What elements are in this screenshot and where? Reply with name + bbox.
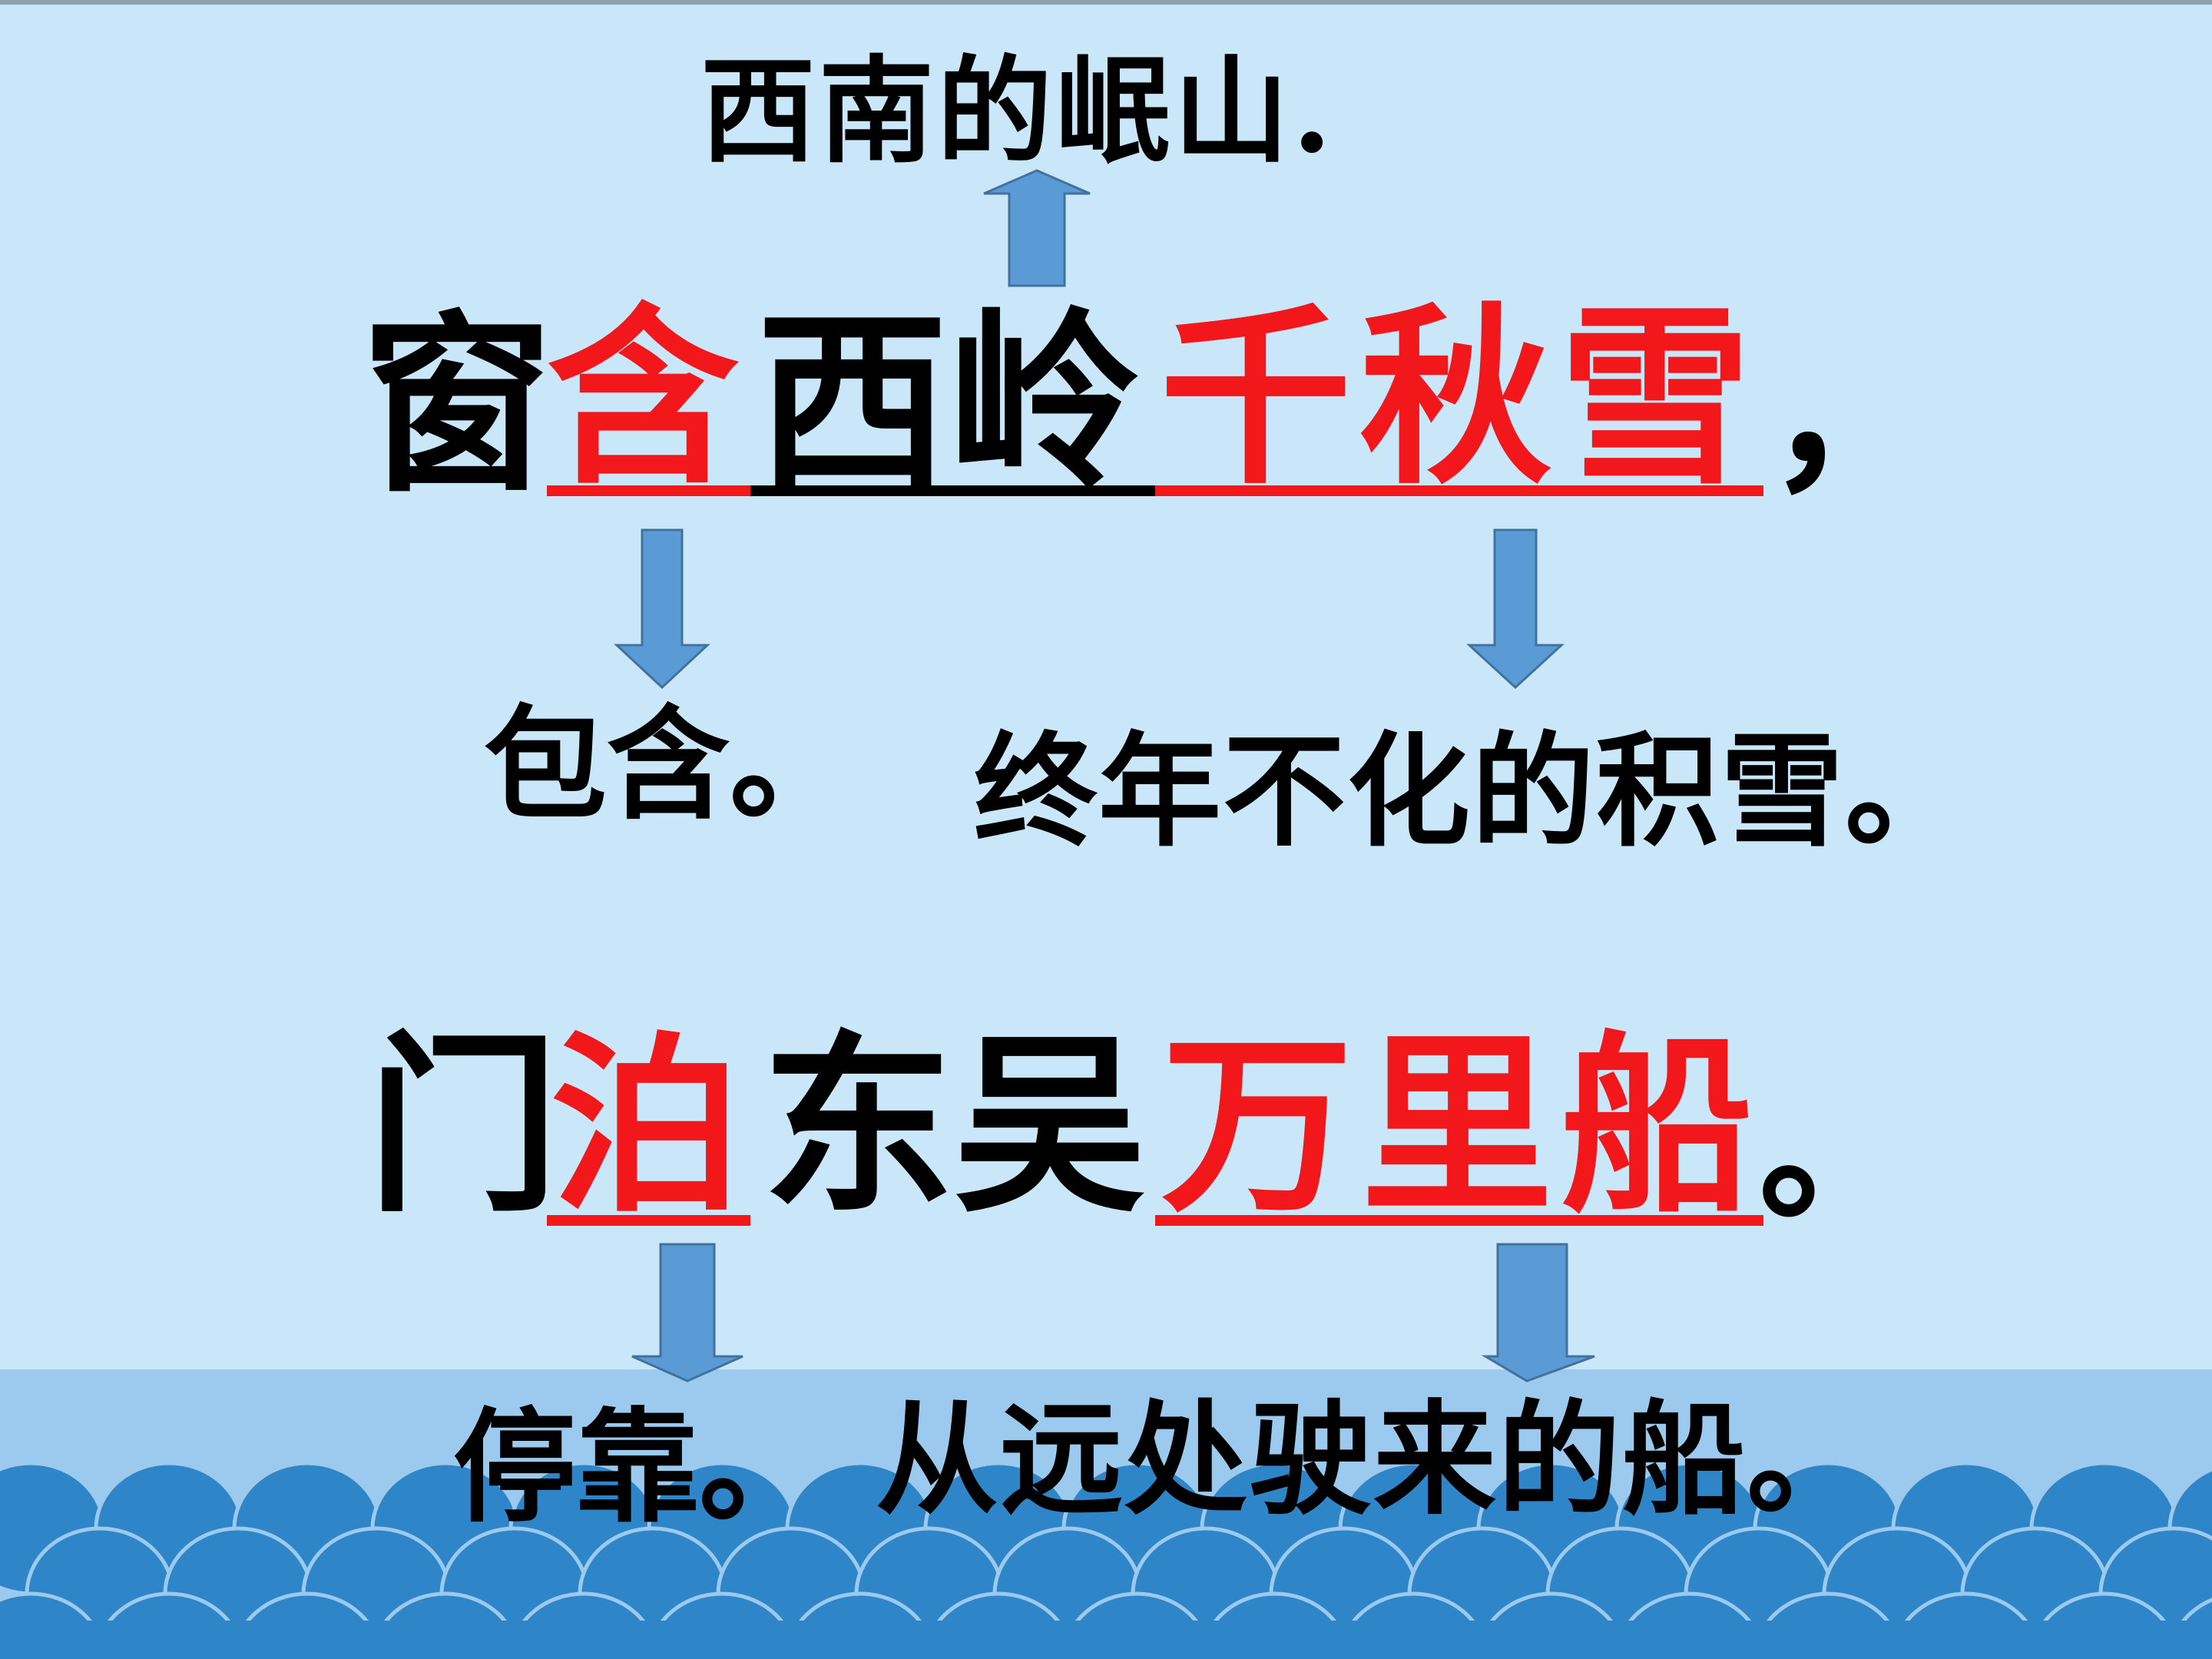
underline-wanlichuan (1155, 1215, 1763, 1226)
explain-bo: 停靠。 (453, 1395, 823, 1539)
wave-pattern (0, 1461, 2212, 1659)
poem-line2-char-men: 门 (367, 1012, 559, 1238)
underline-qianqiuxue (1155, 485, 1763, 496)
poem-line1-char-chuang: 窗 (361, 292, 553, 518)
poem-line2-keyword-wanlichuan: 万里船 (1161, 1012, 1760, 1238)
wave-base (0, 1621, 2212, 1659)
underline-han (547, 485, 750, 496)
top-annotation: 西南的岷山. (700, 44, 1336, 179)
explain-qianqiuxue: 终年不化的积雪。 (974, 719, 1970, 863)
underline-xiling (750, 485, 1155, 496)
explain-wanlichuan: 从远处驶来的船。 (876, 1387, 1872, 1532)
poem-line2-dongwu: 东吴 (762, 1012, 1146, 1238)
up-arrow (983, 169, 1091, 287)
explain-han: 包含。 (484, 692, 853, 836)
poem-line2-period: 。 (1759, 1061, 1913, 1242)
underline-bo (547, 1215, 750, 1226)
poem-line1-keyword-qianqiuxue: 千秋雪 (1160, 284, 1759, 510)
poem-line2-keyword-bo: 泊 (550, 1012, 742, 1238)
poem-line1-comma: ， (1767, 315, 1936, 514)
poem-line1-xiling: 西岭 (757, 289, 1141, 515)
down-arrow-bo (631, 1243, 743, 1382)
down-arrow-han (614, 528, 710, 690)
slide-top-border (0, 0, 2212, 5)
down-arrow-wanlichuan (1481, 1243, 1595, 1382)
poem-line1-keyword-han: 含 (547, 284, 739, 510)
down-arrow-qianqiuxue (1466, 528, 1565, 690)
